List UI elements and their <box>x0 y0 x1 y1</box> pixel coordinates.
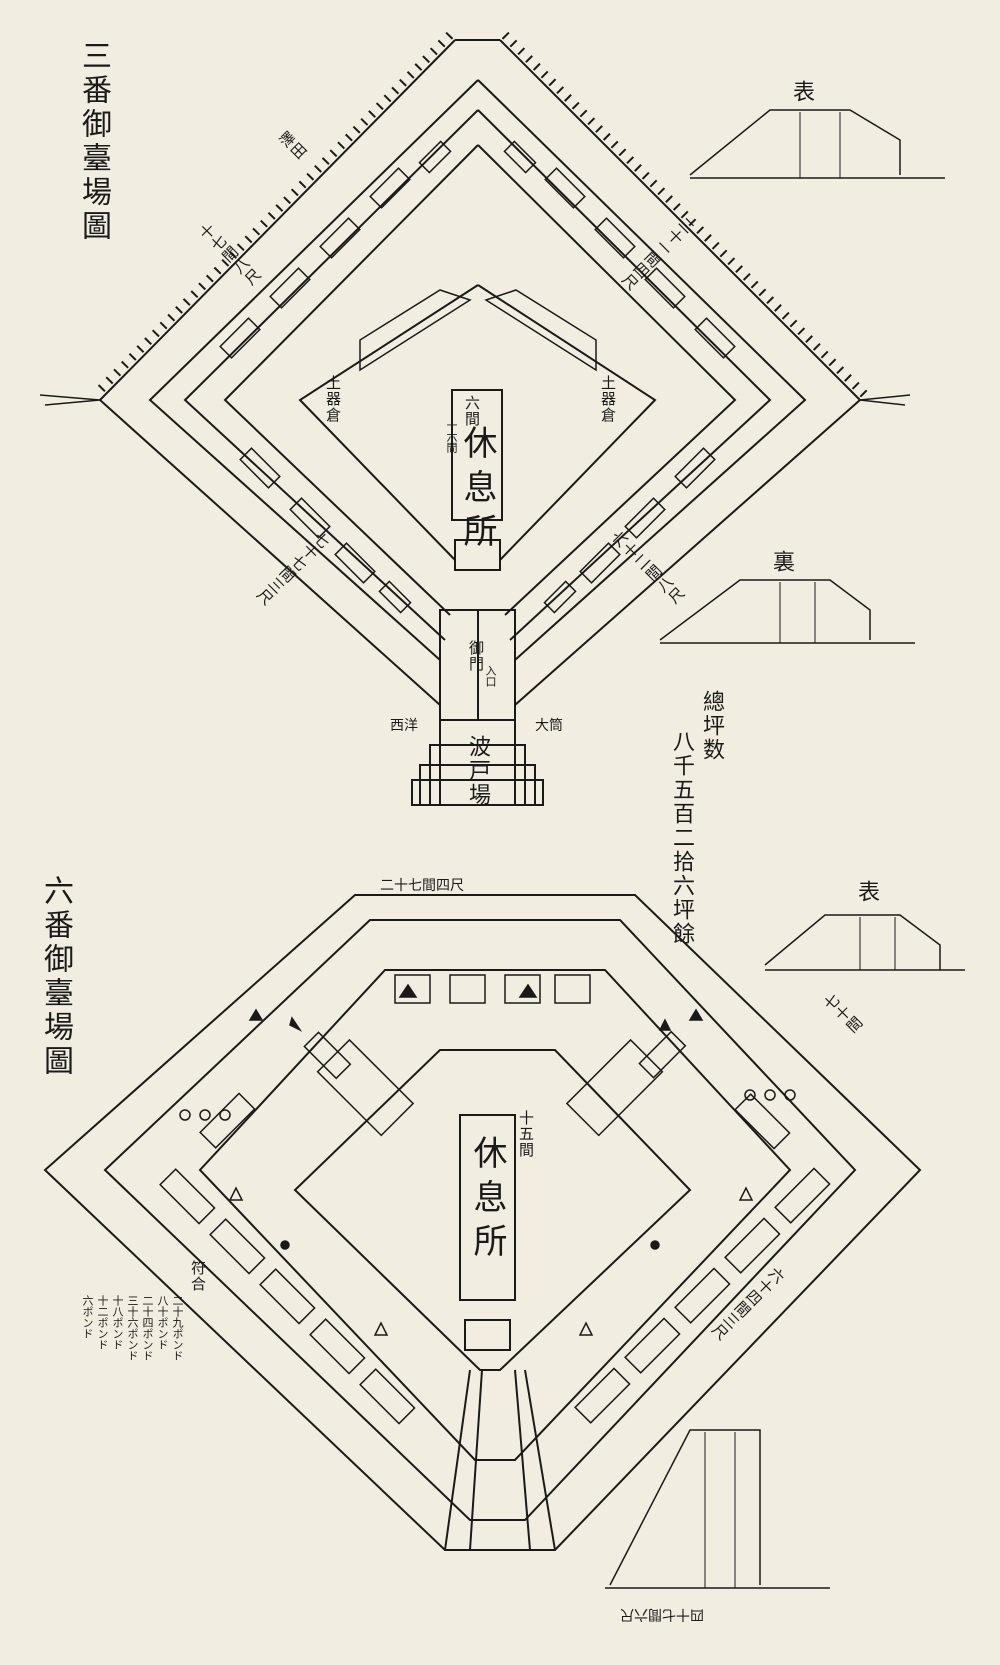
legend-item: 六ポンド <box>81 1295 94 1339</box>
lower-right-corner-label: 大筒 <box>535 718 563 734</box>
left-storehouse-label: 土器倉 <box>324 375 342 423</box>
legend-item: 八十ポンド <box>156 1295 169 1350</box>
sixth-center-hall-label: 休息所 <box>467 1135 507 1267</box>
legend-title: 符合 <box>189 1260 207 1292</box>
center-note-side: 十六間 <box>445 420 458 453</box>
gate-sub-label: 入口 <box>484 665 497 687</box>
sixth-top-dimension: 二十七間四尺 <box>380 878 464 894</box>
front-section-label: 表 <box>789 80 814 104</box>
total-area-label: 總坪数 <box>699 690 724 762</box>
third-battery-plan: 三番御臺場圖 六間 休息所 十六間 御門 入口 波戸場 土器倉 土器倉 十七間八… <box>39 31 945 946</box>
sixth-plan-title: 六番御臺場圖 <box>38 875 73 1079</box>
center-note-top: 六間 <box>463 395 481 427</box>
lower-left-corner-label: 西洋 <box>390 718 418 734</box>
center-hall-label: 休息所 <box>457 425 497 557</box>
legend-item: 十八ポンド <box>111 1295 124 1350</box>
sixth-battery-plan: 六番御臺場圖 休息所 十五間 二十七間四尺 七十間 六十四間三尺 表 四十七間六… <box>0 870 1000 1665</box>
right-storehouse-label: 土器倉 <box>599 375 617 423</box>
gate-label: 御門 <box>467 640 485 672</box>
sixth-section-label: 表 <box>854 880 879 904</box>
legend-item: 十二ポンド <box>96 1295 109 1350</box>
back-section-label: 裏 <box>769 550 794 574</box>
sixth-center-note: 十五間 <box>517 1110 535 1158</box>
legend-item: 三十六ポンド <box>126 1295 139 1361</box>
third-battery-drawing <box>39 31 945 806</box>
legend-item: 二十四ポンド <box>141 1295 154 1361</box>
sixth-battery-drawing <box>43 894 965 1589</box>
sixth-section-bottom-label: 四十七間六尺 <box>620 1606 704 1622</box>
front-court-label: 波戸場 <box>465 735 490 807</box>
legend-item: 二十九ポンド <box>171 1295 184 1361</box>
third-plan-title: 三番御臺場圖 <box>76 40 111 244</box>
total-area-value: 八千五百二拾六坪餘 <box>669 730 694 946</box>
